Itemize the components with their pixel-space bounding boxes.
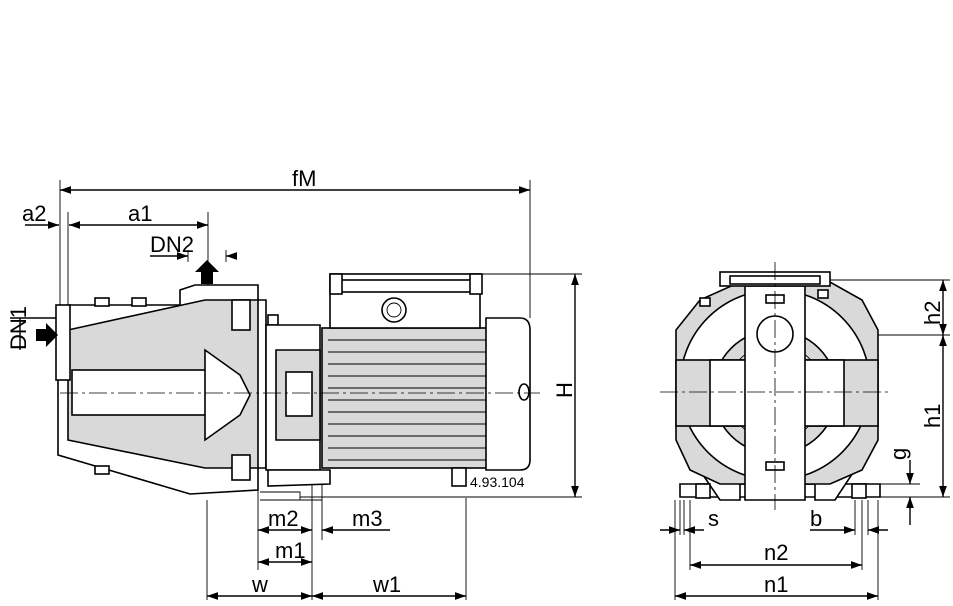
- label-DN1: DN1: [6, 306, 31, 350]
- drawing-code: 4.93.104: [470, 474, 525, 490]
- label-w1: w1: [372, 572, 401, 597]
- label-s: s: [708, 506, 719, 531]
- front-view: h2 h1 g s b n2 n1: [660, 262, 950, 600]
- motor-fins: [328, 339, 488, 461]
- suction-arrow-icon: [36, 323, 58, 347]
- label-fM: fM: [292, 166, 316, 191]
- label-h1: h1: [920, 404, 945, 428]
- label-w: w: [251, 572, 268, 597]
- label-m2: m2: [268, 506, 299, 531]
- label-a2: a2: [22, 201, 46, 226]
- discharge-arrow-icon: [195, 260, 219, 284]
- label-H: H: [552, 382, 577, 398]
- label-h2: h2: [920, 301, 945, 325]
- label-b: b: [810, 506, 822, 531]
- label-n2: n2: [764, 540, 788, 565]
- side-view: fM a2 a1 DN2 DN1 H 4.93.104 m2 m3 m1 w w…: [6, 166, 582, 600]
- label-g: g: [886, 448, 911, 460]
- label-m1: m1: [275, 538, 306, 563]
- label-n1: n1: [764, 572, 788, 597]
- label-a1: a1: [128, 201, 152, 226]
- label-DN2: DN2: [150, 232, 194, 257]
- label-m3: m3: [352, 506, 383, 531]
